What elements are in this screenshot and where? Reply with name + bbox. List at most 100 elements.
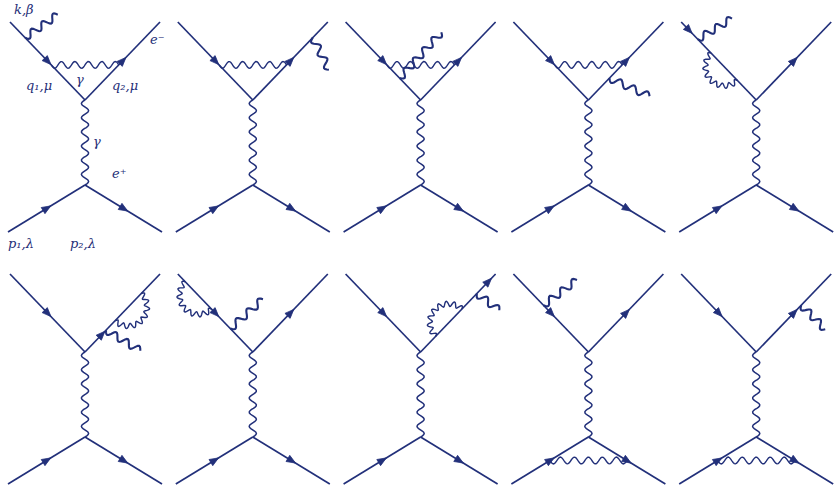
fermion-line: [421, 437, 498, 484]
fermion-line: [681, 274, 756, 352]
fermion-arrow: [788, 309, 797, 318]
fermion-arrow: [788, 57, 797, 66]
fermion-line: [253, 274, 328, 352]
photon-propagator: [417, 100, 424, 185]
particle-label: γ: [76, 72, 84, 87]
fermion-arrow: [378, 308, 387, 317]
fermion-line: [10, 22, 85, 100]
photon-propagator: [753, 352, 760, 437]
photon-propagator: [81, 100, 88, 185]
particle-label: e⁻: [150, 32, 165, 47]
fermion-arrow: [210, 56, 219, 65]
particle-label: q₁,μ: [26, 78, 52, 93]
emitted-photon: [311, 38, 329, 70]
fermion-line: [421, 185, 498, 232]
fermion-arrow: [546, 56, 555, 65]
fermion-arrow: [285, 309, 294, 318]
fermion-line: [513, 22, 588, 100]
fermion-line: [679, 185, 756, 232]
fermion-arrow: [545, 458, 555, 466]
fermion-line: [756, 274, 831, 352]
fermion-arrow: [378, 56, 387, 65]
fermion-line: [253, 185, 330, 232]
fermion-line: [756, 22, 831, 100]
fermion-arrow: [546, 308, 555, 317]
fermion-arrow: [789, 203, 799, 211]
photon-propagator: [753, 100, 760, 185]
fermion-arrow: [683, 24, 692, 33]
vertex-photon: [219, 62, 286, 69]
fermion-arrow: [209, 206, 219, 214]
fermion-line: [511, 185, 588, 232]
fermion-line: [178, 22, 253, 100]
photon-propagator: [81, 352, 88, 437]
self-energy-photon: [427, 301, 462, 336]
fermion-arrow: [41, 206, 51, 214]
emitted-photon: [106, 330, 140, 351]
fermion-line: [588, 274, 663, 352]
fermion-line: [85, 22, 160, 100]
fermion-arrow: [377, 458, 387, 466]
fermion-line: [681, 22, 756, 100]
fermion-arrow: [377, 206, 387, 214]
particle-label: p₁,λ: [8, 236, 34, 251]
fermion-line: [85, 274, 160, 352]
fermion-line: [85, 437, 162, 484]
emitted-photon: [477, 294, 500, 311]
particle-label: e⁺: [112, 166, 127, 181]
feynman-panel: [679, 17, 833, 232]
fermion-arrow: [96, 331, 105, 340]
feynman-panel: [679, 274, 833, 484]
feynman-panel: [511, 22, 665, 232]
fermion-line: [346, 274, 421, 352]
photon-propagator: [417, 352, 424, 437]
fermion-arrow: [286, 203, 296, 211]
vertex-photon: [387, 62, 455, 69]
fermion-line: [421, 22, 496, 100]
particle-label: q₂,μ: [112, 78, 138, 93]
fermion-line: [344, 437, 421, 484]
fermion-arrow: [712, 458, 722, 466]
feynman-panel: [8, 13, 162, 232]
photon-propagator: [585, 100, 592, 185]
fermion-line: [344, 185, 421, 232]
self-energy-photon: [177, 281, 212, 317]
particle-label: p₂,λ: [70, 236, 96, 251]
vertex-photon: [555, 62, 623, 69]
vertex-photon: [718, 457, 795, 464]
fermion-line: [513, 274, 588, 352]
fermion-arrow: [118, 203, 128, 211]
photon-propagator: [249, 352, 256, 437]
particle-label: k,β: [14, 2, 34, 17]
fermion-arrow: [621, 309, 630, 318]
emitted-photon: [25, 13, 58, 39]
fermion-line: [588, 437, 665, 484]
fermion-line: [176, 185, 253, 232]
fermion-arrow: [286, 455, 296, 463]
fermion-arrow: [209, 458, 219, 466]
fermion-arrow: [483, 278, 492, 287]
emitted-photon: [230, 298, 263, 329]
fermion-line: [588, 22, 663, 100]
fermion-arrow: [118, 455, 128, 463]
fermion-line: [178, 274, 253, 352]
photon-propagator: [249, 100, 256, 185]
emitted-photon: [400, 32, 442, 78]
feynman-panel: [176, 274, 330, 484]
vertex-photon: [550, 457, 627, 464]
fermion-line: [8, 185, 85, 232]
feynman-panel: [344, 274, 500, 484]
fermion-line: [176, 437, 253, 484]
fermion-arrow: [454, 203, 464, 211]
fermion-line: [756, 185, 833, 232]
fermion-arrow: [713, 308, 722, 317]
fermion-arrow: [712, 206, 722, 214]
particle-label: γ: [93, 134, 101, 149]
vertex-photon: [51, 62, 119, 69]
feynman-panel: [344, 22, 498, 232]
fermion-arrow: [41, 458, 51, 466]
fermion-line: [421, 274, 496, 352]
self-energy-photon: [115, 293, 150, 329]
feynman-panel: [8, 274, 162, 484]
